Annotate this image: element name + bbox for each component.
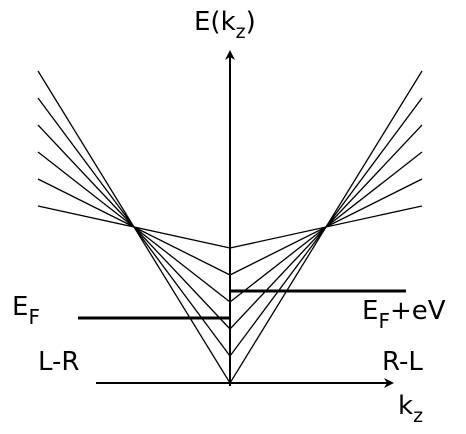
band-line-right-5 [229, 205, 423, 249]
fermi-left-sub: F [28, 305, 40, 329]
fermi-right-suffix: +eV [390, 296, 446, 326]
energy-axis-label-sub: z [236, 21, 246, 43]
momentum-axis-label-main: k [398, 391, 413, 421]
right-branch-label: R-L [382, 347, 423, 377]
left-branch-label: L-R [38, 347, 79, 377]
band-line-left-5 [37, 205, 231, 249]
momentum-axis-label: kz [398, 391, 423, 427]
energy-axis-label-main: E(k [194, 7, 236, 37]
momentum-axis-label-sub: z [413, 405, 423, 427]
energy-axis-label-close: ) [246, 7, 256, 37]
fermi-level-left-label: EF [12, 292, 40, 329]
fermi-left-main: E [12, 292, 28, 322]
fermi-level-right-label: EF+eV [362, 296, 446, 333]
energy-axis-label: E(kz) [194, 7, 256, 43]
band-lines [37, 70, 423, 384]
fermi-right-main: E [362, 296, 378, 326]
fermi-right-sub: F [378, 309, 390, 333]
